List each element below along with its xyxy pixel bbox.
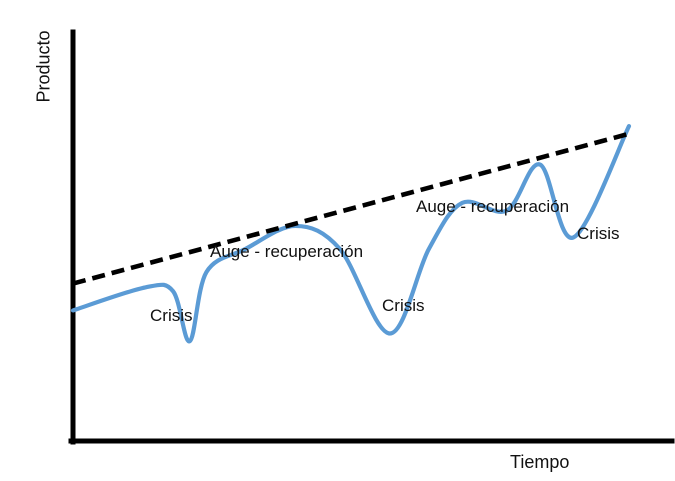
annotation-boom-1: Auge - recuperación xyxy=(210,242,364,261)
annotation-crisis-3: Crisis xyxy=(577,224,620,243)
annotation-crisis-2: Crisis xyxy=(382,296,425,315)
annotation-boom-2: Auge - recuperación xyxy=(416,197,570,216)
annotation-crisis-1: Crisis xyxy=(150,306,193,325)
business-cycle-curve xyxy=(70,124,632,344)
x-axis-title: Tiempo xyxy=(510,452,570,472)
growth-trend-line xyxy=(72,131,630,286)
y-axis-title: Producto xyxy=(33,30,54,103)
